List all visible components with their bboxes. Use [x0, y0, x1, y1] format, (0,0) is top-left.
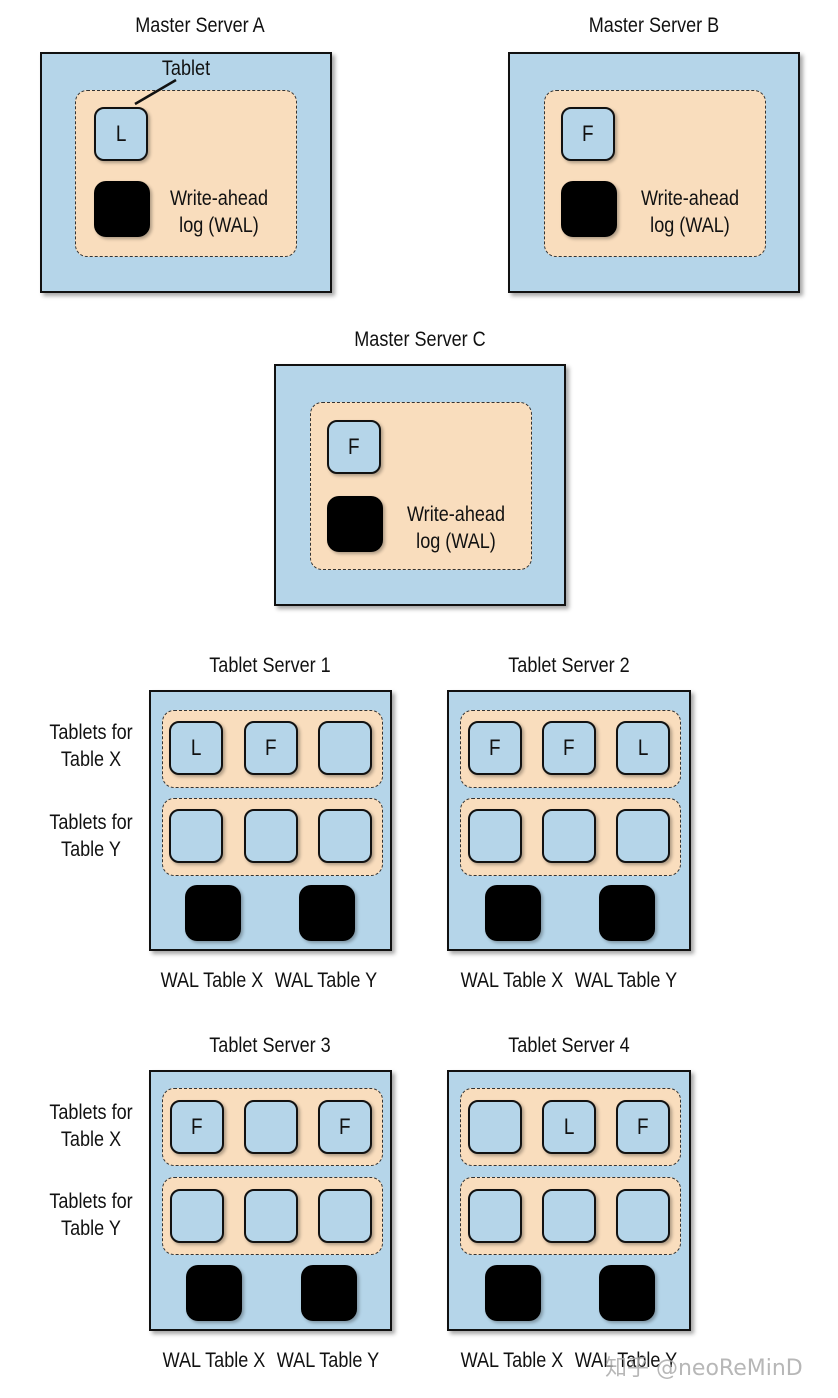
tablet-server-2-title: Tablet Server 2	[508, 654, 630, 677]
ts4-table-y-tablet-2	[542, 1189, 596, 1243]
ts2-table-x-tablet-2: F	[542, 721, 596, 775]
ts3-wal-x-label: WAL Table X	[162, 1349, 266, 1372]
ts1-wal-x-block	[185, 885, 241, 941]
master-a-tablet-group: L Write-ahead log (WAL)	[75, 90, 297, 257]
master-c-title: Master Server C	[354, 328, 486, 351]
ts1-table-y-tablet-1	[169, 809, 223, 863]
ts2-wal-y-label: WAL Table Y	[574, 969, 678, 992]
row-label-table-x-bottom: Tablets for Table X	[49, 1101, 133, 1151]
ts1-table-y-tablet-3	[318, 809, 372, 863]
ts1-wal-y-label: WAL Table Y	[274, 969, 378, 992]
master-a-title: Master Server A	[135, 14, 265, 37]
ts2-table-y-group	[460, 798, 681, 876]
ts1-table-y-group	[162, 798, 383, 876]
master-c-wal-label: Write-ahead log (WAL)	[406, 503, 506, 553]
ts1-table-x-tablet-3	[318, 721, 372, 775]
tablet-server-3-title: Tablet Server 3	[209, 1034, 331, 1057]
ts2-table-y-tablet-1	[468, 809, 522, 863]
ts1-table-x-group: L F	[162, 710, 383, 788]
ts2-table-y-tablet-3	[616, 809, 670, 863]
row-label-table-x-top: Tablets for Table X	[49, 721, 133, 771]
ts3-table-y-tablet-1	[170, 1189, 224, 1243]
ts3-table-x-tablet-2	[244, 1100, 298, 1154]
ts2-wal-x-block	[485, 885, 541, 941]
ts2-wal-y-block	[599, 885, 655, 941]
ts3-table-x-group: F F	[162, 1088, 383, 1166]
master-b-wal-block	[561, 181, 617, 237]
tablet-server-4-title: Tablet Server 4	[508, 1034, 630, 1057]
watermark: 知乎 @neoReMinD	[605, 1356, 803, 1381]
ts3-wal-y-label: WAL Table Y	[276, 1349, 380, 1372]
ts4-table-x-tablet-3: F	[616, 1100, 670, 1154]
ts4-table-y-tablet-3	[616, 1189, 670, 1243]
master-server-c: F Write-ahead log (WAL)	[274, 364, 566, 606]
ts4-table-y-group	[460, 1177, 681, 1255]
master-c-wal-block	[327, 496, 383, 552]
tablet-server-1-title: Tablet Server 1	[209, 654, 331, 677]
master-a-wal-label: Write-ahead log (WAL)	[169, 187, 269, 237]
ts4-wal-y-label: WAL Table Y	[574, 1349, 678, 1372]
ts3-table-y-tablet-2	[244, 1189, 298, 1243]
tablet-server-3: F F	[149, 1070, 392, 1331]
tablet-server-4: L F	[447, 1070, 691, 1331]
ts1-wal-x-label: WAL Table X	[160, 969, 264, 992]
ts4-wal-x-block	[485, 1265, 541, 1321]
master-b-tablet-follower: F	[561, 107, 615, 161]
ts2-table-x-tablet-3: L	[616, 721, 670, 775]
ts4-table-y-tablet-1	[468, 1189, 522, 1243]
row-label-table-y-top: Tablets for Table Y	[49, 811, 133, 861]
master-b-wal-label: Write-ahead log (WAL)	[640, 187, 740, 237]
ts3-wal-y-block	[301, 1265, 357, 1321]
ts3-table-y-group	[162, 1177, 383, 1255]
master-a-tablet-leader: L	[94, 107, 148, 161]
tablet-server-1: L F	[149, 690, 392, 951]
ts4-table-x-group: L F	[460, 1088, 681, 1166]
master-c-tablet-follower: F	[327, 420, 381, 474]
ts3-table-x-tablet-3: F	[318, 1100, 372, 1154]
tablet-server-2: F F L	[447, 690, 691, 951]
ts2-wal-x-label: WAL Table X	[460, 969, 564, 992]
ts3-table-x-tablet-1: F	[170, 1100, 224, 1154]
ts2-table-y-tablet-2	[542, 809, 596, 863]
ts1-table-x-tablet-1: L	[169, 721, 223, 775]
ts3-table-y-tablet-3	[318, 1189, 372, 1243]
ts3-wal-x-block	[186, 1265, 242, 1321]
ts2-table-x-tablet-1: F	[468, 721, 522, 775]
master-b-title: Master Server B	[588, 14, 720, 37]
master-c-tablet-group: F Write-ahead log (WAL)	[310, 402, 532, 570]
master-server-b: F Write-ahead log (WAL)	[508, 52, 800, 293]
ts4-wal-y-block	[599, 1265, 655, 1321]
master-b-tablet-group: F Write-ahead log (WAL)	[544, 90, 766, 257]
ts1-table-x-tablet-2: F	[244, 721, 298, 775]
ts4-table-x-tablet-1	[468, 1100, 522, 1154]
ts4-table-x-tablet-2: L	[542, 1100, 596, 1154]
ts1-table-y-tablet-2	[244, 809, 298, 863]
master-a-wal-block	[94, 181, 150, 237]
master-a-callout-line	[134, 78, 177, 106]
ts2-table-x-group: F F L	[460, 710, 681, 788]
ts1-wal-y-block	[299, 885, 355, 941]
master-a-tablet-callout: Tablet	[161, 57, 211, 80]
master-server-a: L Write-ahead log (WAL)	[40, 52, 332, 293]
row-label-table-y-bottom: Tablets for Table Y	[49, 1190, 133, 1240]
ts4-wal-x-label: WAL Table X	[460, 1349, 564, 1372]
